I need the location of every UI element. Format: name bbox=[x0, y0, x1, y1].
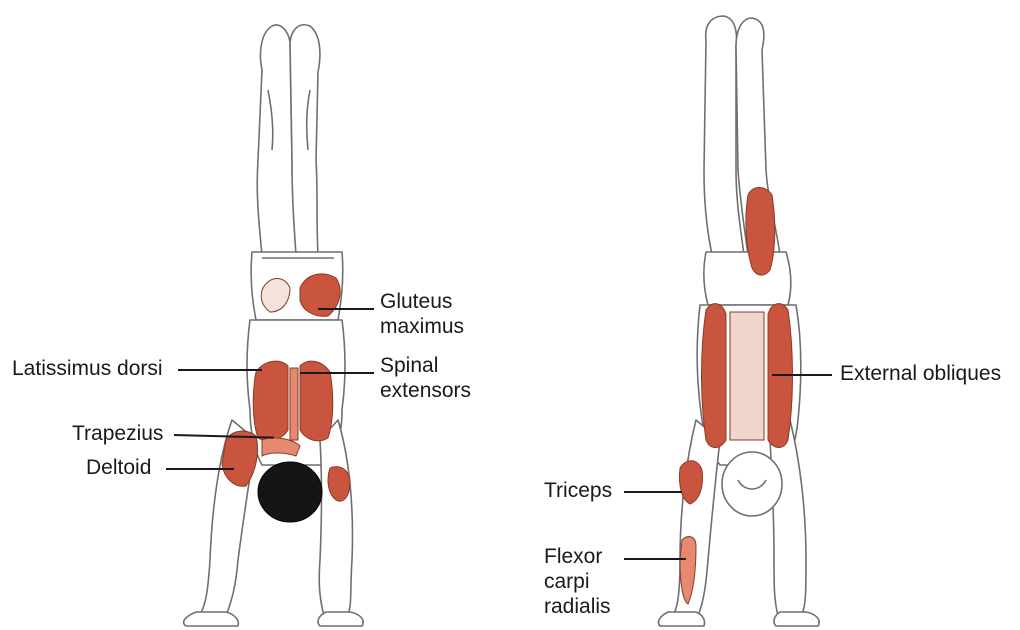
label-external-obliques: External obliques bbox=[840, 361, 1001, 386]
back-view-head bbox=[258, 462, 322, 522]
leader-spinal-extensors bbox=[300, 372, 374, 374]
label-line: Latissimus dorsi bbox=[12, 356, 163, 381]
label-line: maximus bbox=[380, 314, 464, 339]
label-triceps: Triceps bbox=[544, 478, 612, 503]
label-line: Triceps bbox=[544, 478, 612, 503]
label-line: extensors bbox=[380, 378, 471, 403]
leader-deltoid bbox=[166, 468, 234, 470]
label-flexor-carpi-radialis: Flexor carpi radialis bbox=[544, 544, 611, 619]
label-line: Trapezius bbox=[72, 421, 163, 446]
label-latissimus-dorsi: Latissimus dorsi bbox=[12, 356, 163, 381]
back-view-figure bbox=[184, 25, 364, 626]
label-trapezius: Trapezius bbox=[72, 421, 163, 446]
leader-gluteus-maximus bbox=[318, 308, 374, 310]
label-gluteus-maximus: Gluteus maximus bbox=[380, 289, 464, 339]
deltoid-shape bbox=[222, 431, 258, 486]
leader-latissimus-dorsi bbox=[178, 369, 262, 371]
leader-flexor-carpi-radialis bbox=[624, 558, 686, 560]
leader-triceps bbox=[624, 491, 682, 493]
label-spinal-extensors: Spinal extensors bbox=[380, 353, 471, 403]
leader-external-obliques bbox=[772, 374, 832, 376]
label-line: Flexor bbox=[544, 544, 611, 569]
label-line: Deltoid bbox=[86, 455, 151, 480]
label-line: Spinal bbox=[380, 353, 471, 378]
label-line: radialis bbox=[544, 594, 611, 619]
label-deltoid: Deltoid bbox=[86, 455, 151, 480]
label-line: External obliques bbox=[840, 361, 1001, 386]
latissimus-dorsi-shape bbox=[253, 361, 288, 441]
label-line: carpi bbox=[544, 569, 611, 594]
label-line: Gluteus bbox=[380, 289, 464, 314]
